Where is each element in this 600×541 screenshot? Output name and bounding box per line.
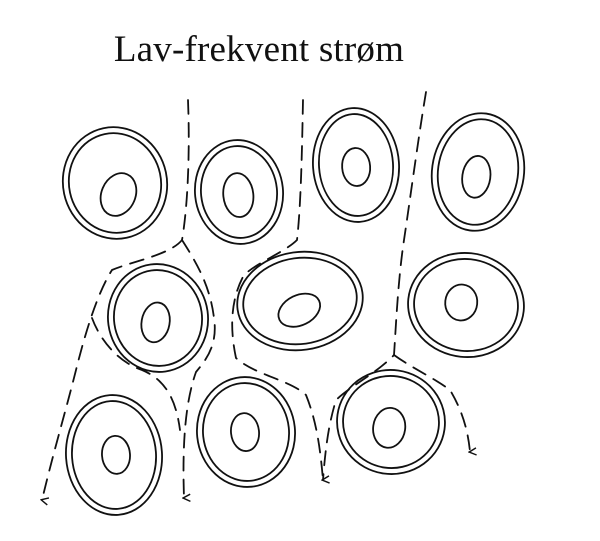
cell-3 bbox=[312, 107, 400, 223]
current-path-2 bbox=[181, 239, 216, 498]
cell-2 bbox=[194, 139, 284, 245]
current-path-5 bbox=[322, 91, 427, 481]
cell-4 bbox=[430, 112, 526, 232]
cell-1-nucleus bbox=[99, 172, 138, 217]
cell-9 bbox=[196, 376, 296, 488]
cell-4-nucleus bbox=[461, 155, 492, 199]
current-path-3 bbox=[91, 317, 181, 431]
cell-3-nucleus bbox=[341, 147, 372, 187]
cell-5-nucleus bbox=[140, 301, 171, 344]
cell-9-nucleus bbox=[230, 412, 260, 452]
cell-5 bbox=[107, 263, 209, 373]
current-path-6 bbox=[393, 354, 470, 452]
cell-2-nucleus bbox=[222, 172, 255, 218]
cell-1 bbox=[61, 126, 169, 240]
cell-8 bbox=[65, 394, 163, 516]
cell-7-nucleus bbox=[444, 283, 479, 322]
current-path-1 bbox=[42, 99, 190, 500]
cell-6-nucleus bbox=[277, 292, 322, 328]
current-path-4 bbox=[231, 99, 323, 480]
cell-10 bbox=[336, 369, 446, 475]
cell-6 bbox=[236, 250, 364, 352]
cell-7 bbox=[407, 252, 525, 358]
cell-8-nucleus bbox=[101, 434, 131, 475]
diagram-title: Lav-frekvent strøm bbox=[113, 29, 405, 70]
cell-10-nucleus bbox=[372, 406, 407, 449]
